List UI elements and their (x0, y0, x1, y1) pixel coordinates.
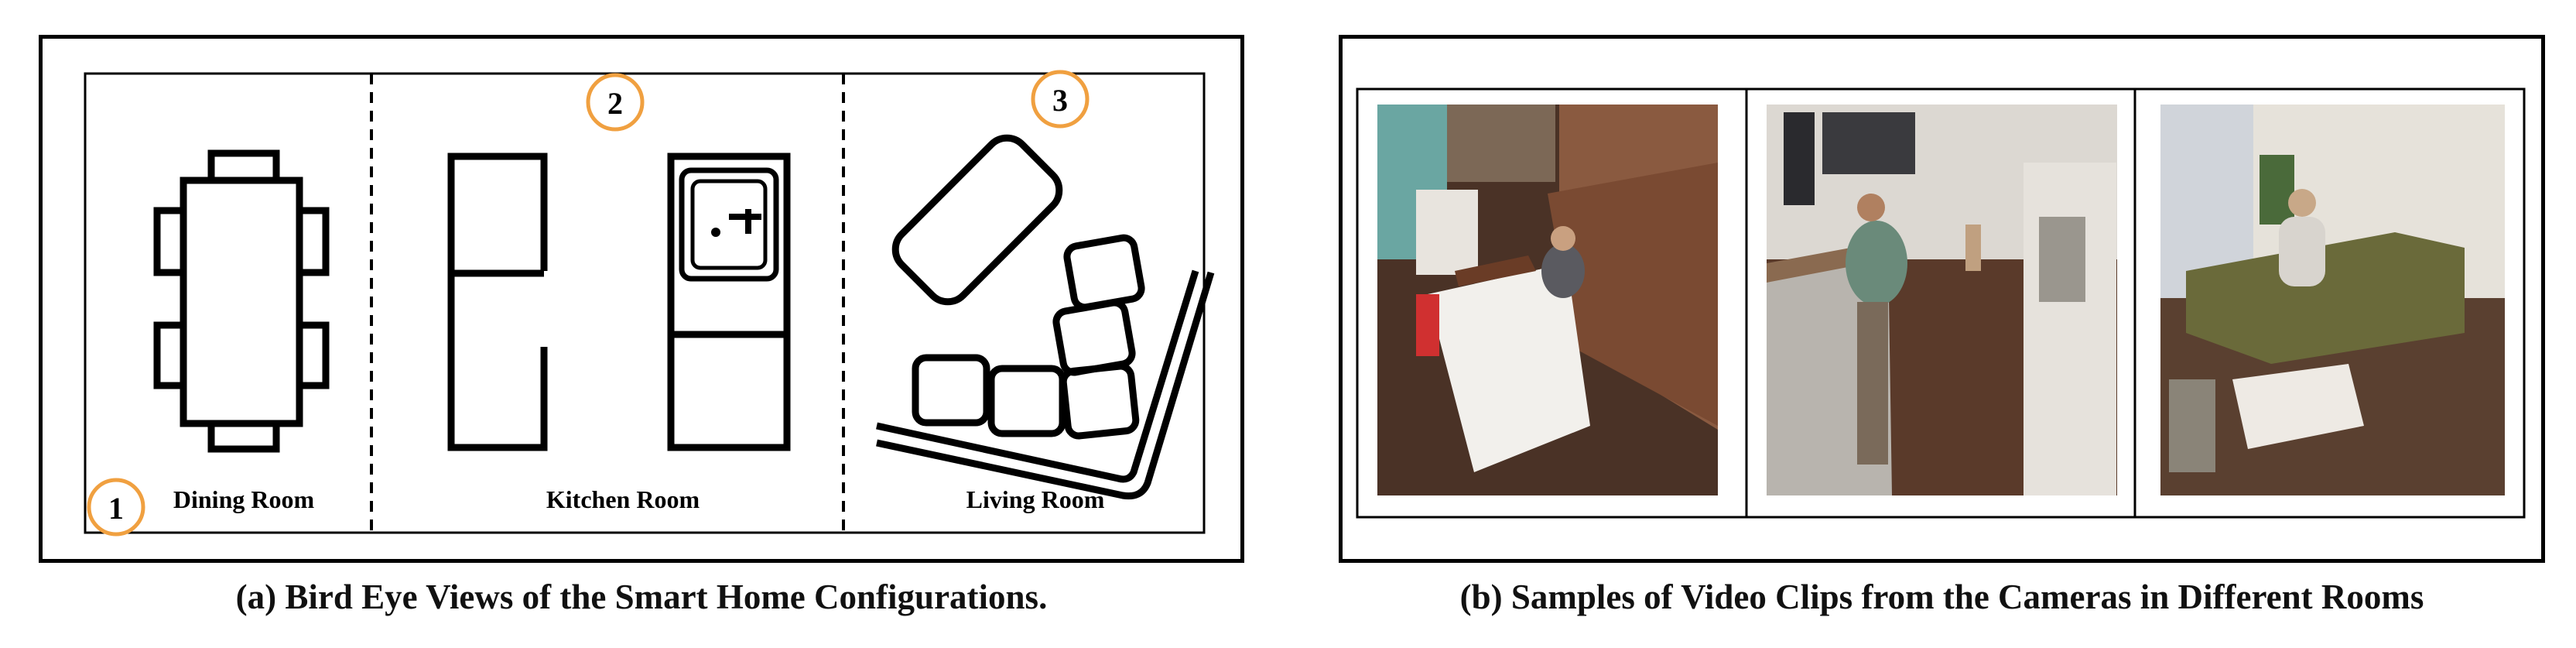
room-marker-1: 1 (87, 478, 145, 537)
room-number-2: 2 (607, 86, 623, 121)
room-label-kitchen: Kitchen Room (546, 485, 700, 513)
image-strip-frame (1356, 87, 2526, 519)
camera-frame-dining (1377, 105, 1718, 495)
room-label-living: Living Room (966, 485, 1105, 513)
caption-a: (a) Bird Eye Views of the Smart Home Con… (235, 578, 1048, 616)
floor-plan-diagram: 1 2 3 Dining Room Kitchen Room Living Ro… (84, 70, 1215, 537)
living-furniture-icon (876, 134, 1215, 500)
dining-table-icon (153, 149, 330, 453)
room-label-dining: Dining Room (173, 485, 315, 513)
camera-frame-kitchen (1767, 105, 2117, 495)
room-number-3: 3 (1052, 83, 1068, 118)
camera-frame-living (2160, 105, 2505, 495)
kitchen-cabinet-icon (447, 153, 548, 451)
camera-samples-panel (1339, 35, 2545, 563)
fridge-sink-icon (667, 153, 791, 451)
room-marker-2: 2 (586, 73, 645, 132)
camera-frames-strip (1356, 87, 2526, 519)
room-number-1: 1 (108, 491, 124, 526)
floor-plan-panel: 1 2 3 Dining Room Kitchen Room Living Ro… (39, 35, 1244, 563)
caption-b: (b) Samples of Video Clips from the Came… (1459, 578, 2424, 616)
room-marker-3: 3 (1031, 70, 1090, 129)
